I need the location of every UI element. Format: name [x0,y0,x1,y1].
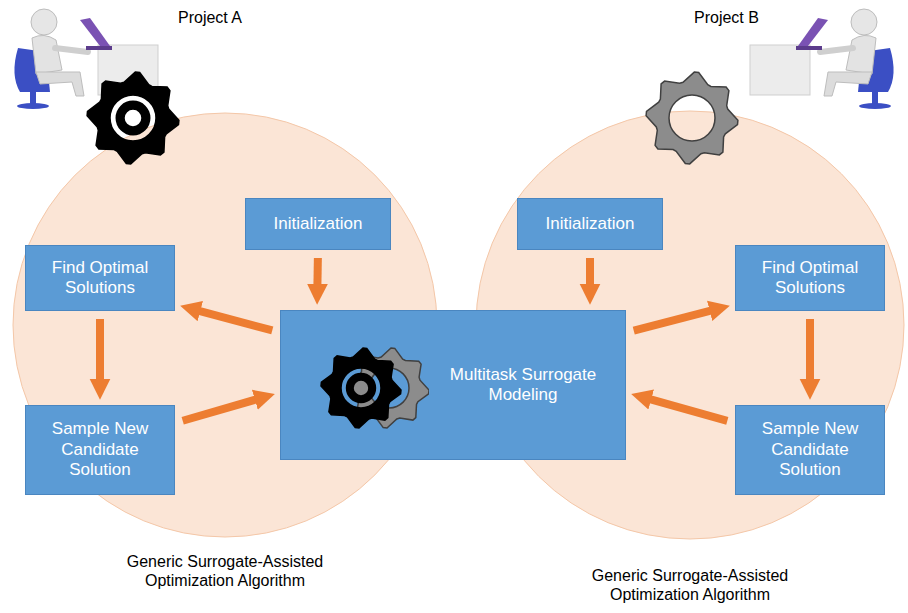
gear-icon [87,72,738,164]
central-model-box: Multitask Surrogate Modeling [280,310,626,460]
gear [321,348,401,428]
process-box: Initialization [517,198,663,250]
person-at-laptop [750,9,894,109]
box-label: Initialization [546,214,635,234]
flow-arrow [196,310,272,330]
project-label: Project A [178,8,278,27]
box-label: Sample New Candidate Solution [746,419,874,480]
box-label: Initialization [274,214,363,234]
process-box: Sample New Candidate Solution [735,405,885,495]
flow-arrow [647,398,727,420]
box-label: Find Optimal Solutions [36,258,164,299]
box-label: Multitask Surrogate Modeling [431,365,615,406]
process-box: Find Optimal Solutions [25,245,175,311]
box-label: Find Optimal Solutions [746,258,874,299]
flow-arrow [634,310,714,331]
flow-arrow [586,258,594,288]
algorithm-caption: Generic Surrogate-Assisted Optimization … [570,566,810,604]
gear [87,72,179,164]
flow-arrow [806,319,814,383]
process-box: Find Optimal Solutions [735,245,885,311]
flow-arrow [313,258,322,288]
gear-hub [346,373,376,403]
process-box: Initialization [245,198,391,250]
flow-arrow [96,319,104,383]
multitask-gear-icon [319,333,429,443]
gear [646,72,738,164]
process-box: Sample New Candidate Solution [25,405,175,495]
project-label: Project B [694,8,794,27]
algorithm-caption: Generic Surrogate-Assisted Optimization … [105,552,345,590]
box-label: Sample New Candidate Solution [36,419,164,480]
flow-arrow [183,399,259,421]
gear-hub [116,101,151,136]
